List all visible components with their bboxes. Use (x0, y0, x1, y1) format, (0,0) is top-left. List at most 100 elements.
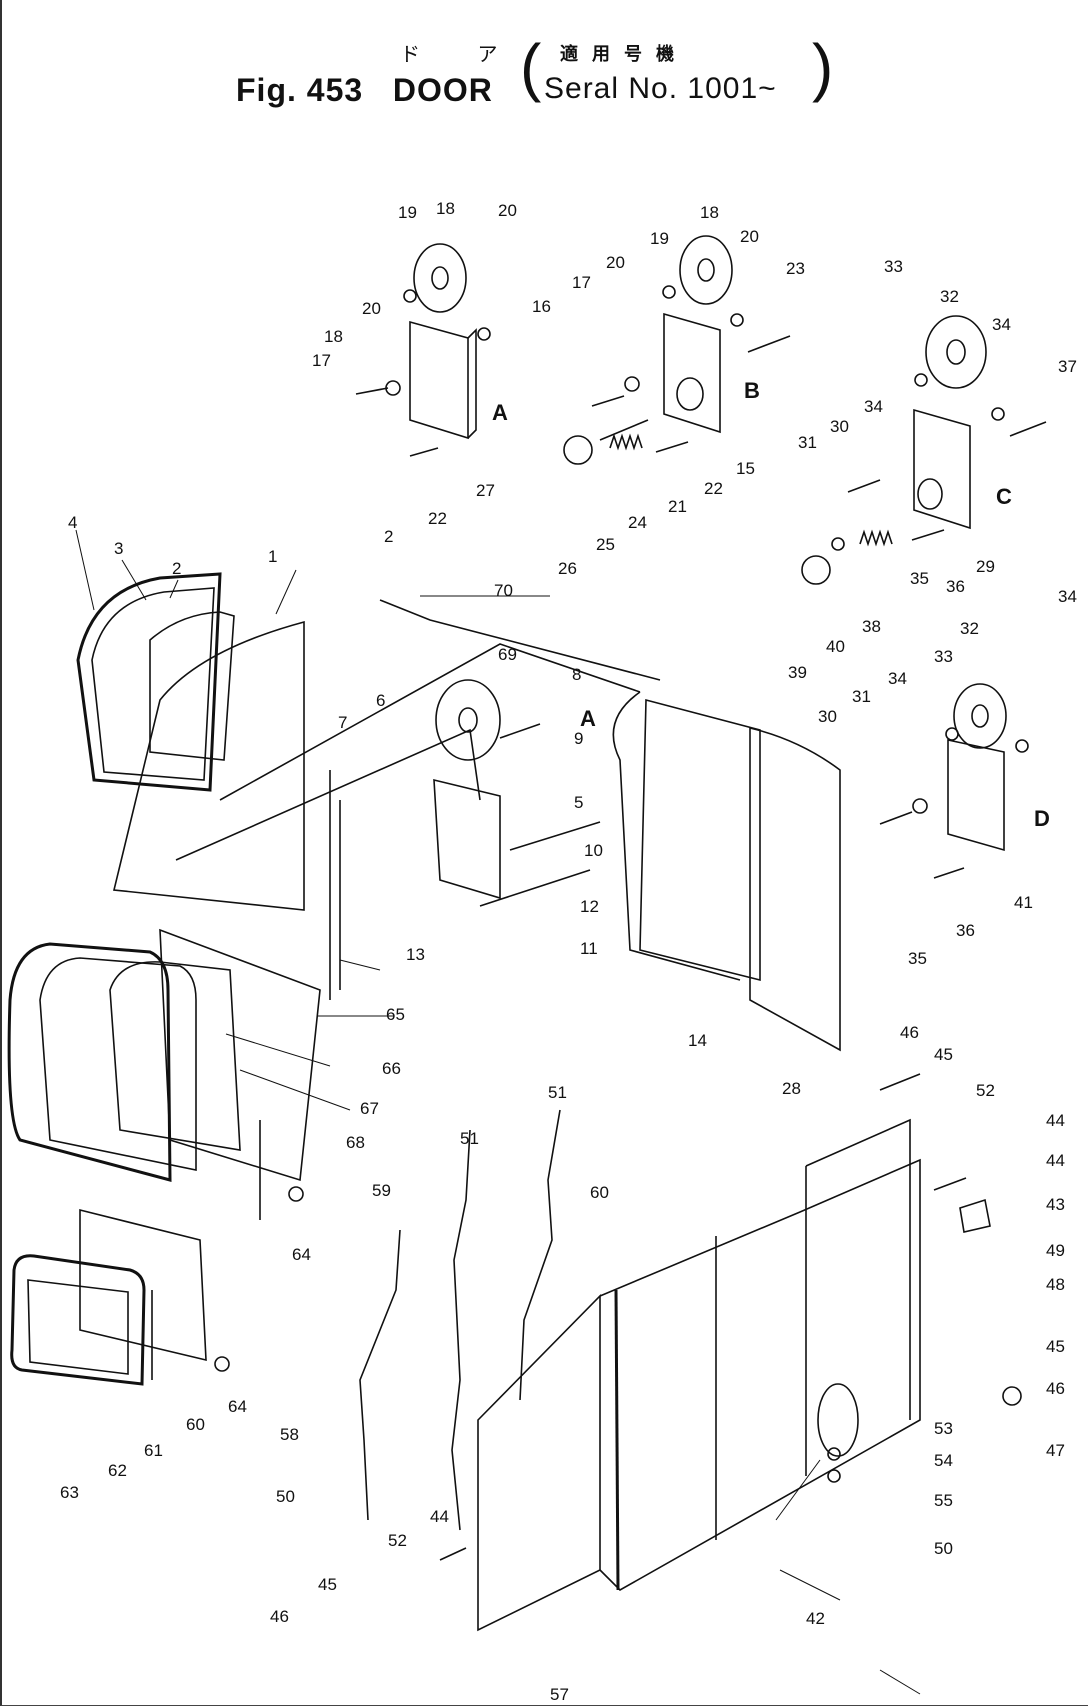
callout-34: 34 (992, 315, 1011, 334)
callout-40: 40 (826, 637, 845, 656)
callout-11: 11 (580, 939, 598, 958)
callout-23: 23 (786, 259, 805, 278)
view-label-a: A (492, 400, 508, 425)
callout-52b: 52 (388, 1531, 407, 1550)
pin-17b (591, 395, 625, 407)
callout-14: 14 (688, 1031, 707, 1050)
callout-33: 33 (884, 257, 903, 276)
callout-47: 47 (1046, 1441, 1065, 1460)
callout-66: 66 (382, 1059, 401, 1078)
callout-7: 7 (338, 713, 347, 732)
callout-34d: 34 (888, 669, 907, 688)
door-hinge-edge (614, 1289, 620, 1591)
window-panel-1 (113, 620, 305, 911)
spring-24 (599, 419, 649, 441)
callout-46a: 46 (900, 1023, 919, 1042)
nut-19 (403, 289, 417, 303)
spring-coil (609, 433, 643, 451)
view-label-c: C (996, 484, 1012, 509)
callout-32b: 32 (960, 619, 979, 638)
washer-34d (1015, 739, 1029, 753)
serial-range: Seral No. 1001~ (544, 72, 777, 105)
roller-18-a (413, 243, 467, 313)
callout-37: 37 (1058, 357, 1077, 376)
callout-30b: 30 (818, 707, 837, 726)
callout-49: 49 (1046, 1241, 1065, 1260)
callout-53: 53 (934, 1419, 953, 1438)
callout-54: 54 (934, 1451, 953, 1470)
callout-31b: 31 (852, 687, 871, 706)
callout-18a: 18 (324, 327, 343, 346)
callout-65: 65 (386, 1005, 405, 1024)
hinge-assembly-a (355, 243, 491, 457)
callout-28: 28 (782, 1079, 801, 1098)
door-panel-42 (599, 1158, 921, 1591)
washer-20 (477, 327, 491, 341)
callout-4: 4 (68, 513, 77, 532)
front-window-assembly (76, 572, 305, 911)
callout-5: 5 (574, 793, 583, 812)
roller-32-c (925, 315, 987, 389)
bolt-52b (439, 1547, 467, 1561)
pin-31 (847, 479, 881, 493)
glass-66 (109, 961, 241, 1151)
callout-68: 68 (346, 1133, 365, 1152)
callout-2: 2 (172, 559, 181, 578)
callout-17: 17 (312, 351, 331, 370)
callout-19a: 19 (398, 203, 417, 222)
serial-japanese: 適用号機 (560, 44, 688, 64)
roller-hub-8 (458, 707, 478, 733)
callout-70: 70 (494, 581, 513, 600)
callout-51b: 51 (548, 1083, 567, 1102)
door-top (805, 1118, 911, 1420)
bolt-37 (1009, 421, 1047, 437)
rod-51a (451, 1129, 471, 1531)
roller-hub-b (697, 258, 715, 282)
callout-36: 36 (946, 577, 965, 596)
callout-32: 32 (940, 287, 959, 306)
callout-55: 55 (934, 1491, 953, 1510)
callout-31: 31 (798, 433, 817, 452)
frame-62 (27, 1279, 129, 1375)
stopper-39 (801, 555, 831, 585)
spring-38 (859, 529, 893, 547)
callout-labels: 1 2 3 4 17 18 19 18 20 20 2 22 27 16 17 … (60, 199, 1077, 1704)
roller-hub (431, 266, 449, 290)
roof-edge (219, 643, 641, 801)
callout-48: 48 (1046, 1275, 1065, 1294)
bolt-35 (911, 529, 945, 541)
callout-50b: 50 (934, 1539, 953, 1558)
close-paren: ) (812, 31, 834, 103)
panel-60 (79, 1208, 207, 1362)
bracket-5 (433, 778, 501, 900)
callout-38: 38 (862, 617, 881, 636)
hinge-assembly-c (801, 315, 1047, 585)
roof-rail (175, 728, 481, 861)
leader-lines (75, 529, 921, 1695)
rail-11 (479, 869, 591, 907)
sliding-window-assembly (7, 928, 321, 1220)
callout-12: 12 (580, 897, 599, 916)
title-japanese: ド ア (400, 44, 524, 66)
callout-9: 9 (574, 729, 583, 748)
bolt-9 (499, 723, 541, 739)
callout-64b: 64 (228, 1397, 247, 1416)
callout-45a: 45 (934, 1045, 953, 1064)
panel-28 (749, 726, 841, 1052)
callout-33b: 33 (934, 647, 953, 666)
bushing (676, 377, 704, 411)
callout-61: 61 (144, 1441, 163, 1460)
panel-65 (159, 928, 321, 1182)
nut-19b (662, 285, 676, 299)
callout-35b: 35 (908, 949, 927, 968)
handle-recess (817, 1383, 859, 1457)
callout-22: 22 (428, 509, 447, 528)
rear-window-assembly (10, 1208, 230, 1386)
callout-26: 25 (596, 535, 615, 554)
bolt-44 (933, 1177, 967, 1191)
callout-10: 10 (584, 841, 603, 860)
bushing-c (917, 478, 943, 510)
bolt-21 (655, 441, 689, 453)
callout-13: 13 (406, 945, 425, 964)
roller-8 (435, 679, 501, 761)
